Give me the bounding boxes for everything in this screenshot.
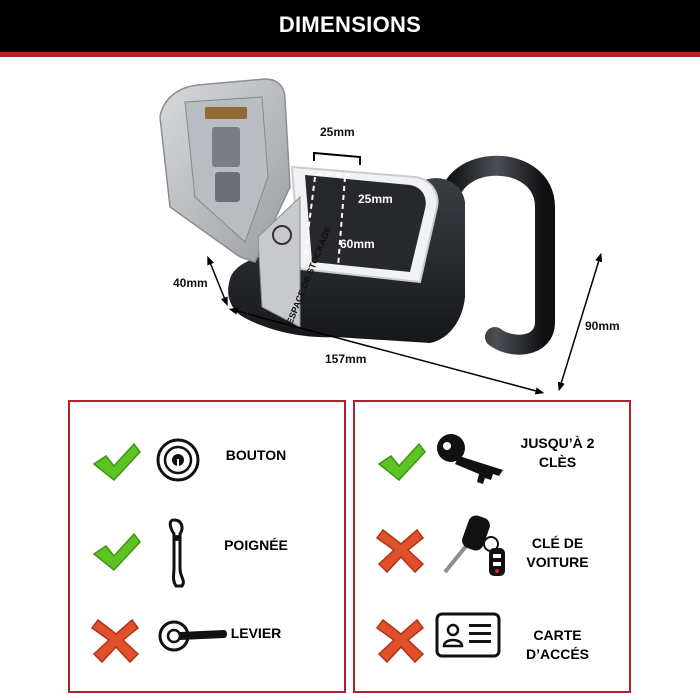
- list-item: BOUTON: [70, 428, 344, 498]
- compat-label-levier: LEVIER: [230, 625, 282, 641]
- header-bar: DIMENSIONS: [0, 0, 700, 57]
- door-knob-icon: [156, 438, 200, 482]
- key-icon: [437, 434, 503, 484]
- list-item: POIGNÉE: [70, 518, 344, 588]
- cross-icon: [375, 528, 425, 574]
- cross-icon: [90, 618, 140, 664]
- lockbox-image: ESPACE DE STOCKAGE: [159, 78, 603, 395]
- checkmark-icon: [92, 532, 141, 572]
- dim-slot-inner: 25mm: [358, 192, 393, 206]
- car-key-icon: [443, 515, 505, 576]
- lever-handle-icon: [158, 620, 227, 652]
- compat-label-bouton: BOUTON: [225, 447, 287, 463]
- page-title: DIMENSIONS: [278, 12, 422, 37]
- list-item: LEVIER: [70, 606, 344, 676]
- dim-length: 157mm: [325, 352, 367, 366]
- checkmark-icon: [377, 442, 426, 482]
- dim-height: 90mm: [585, 319, 620, 333]
- dim-slot-top: 25mm: [320, 125, 355, 139]
- compat-label-poignee: POIGNÉE: [224, 537, 288, 553]
- checkmark-icon: [92, 442, 141, 482]
- dim-depth: 40mm: [173, 276, 208, 290]
- dim-slot-height: 60mm: [340, 237, 375, 251]
- product-illustration: ESPACE DE STOCKAGE 25mm 25mm 60mm 40mm 9…: [0, 57, 700, 397]
- access-card-icon: [435, 612, 501, 658]
- compat-panel-locks: BOUTON POIGNÉE LEVIER: [68, 400, 346, 693]
- cross-icon: [375, 618, 425, 664]
- door-handle-icon: [168, 518, 185, 588]
